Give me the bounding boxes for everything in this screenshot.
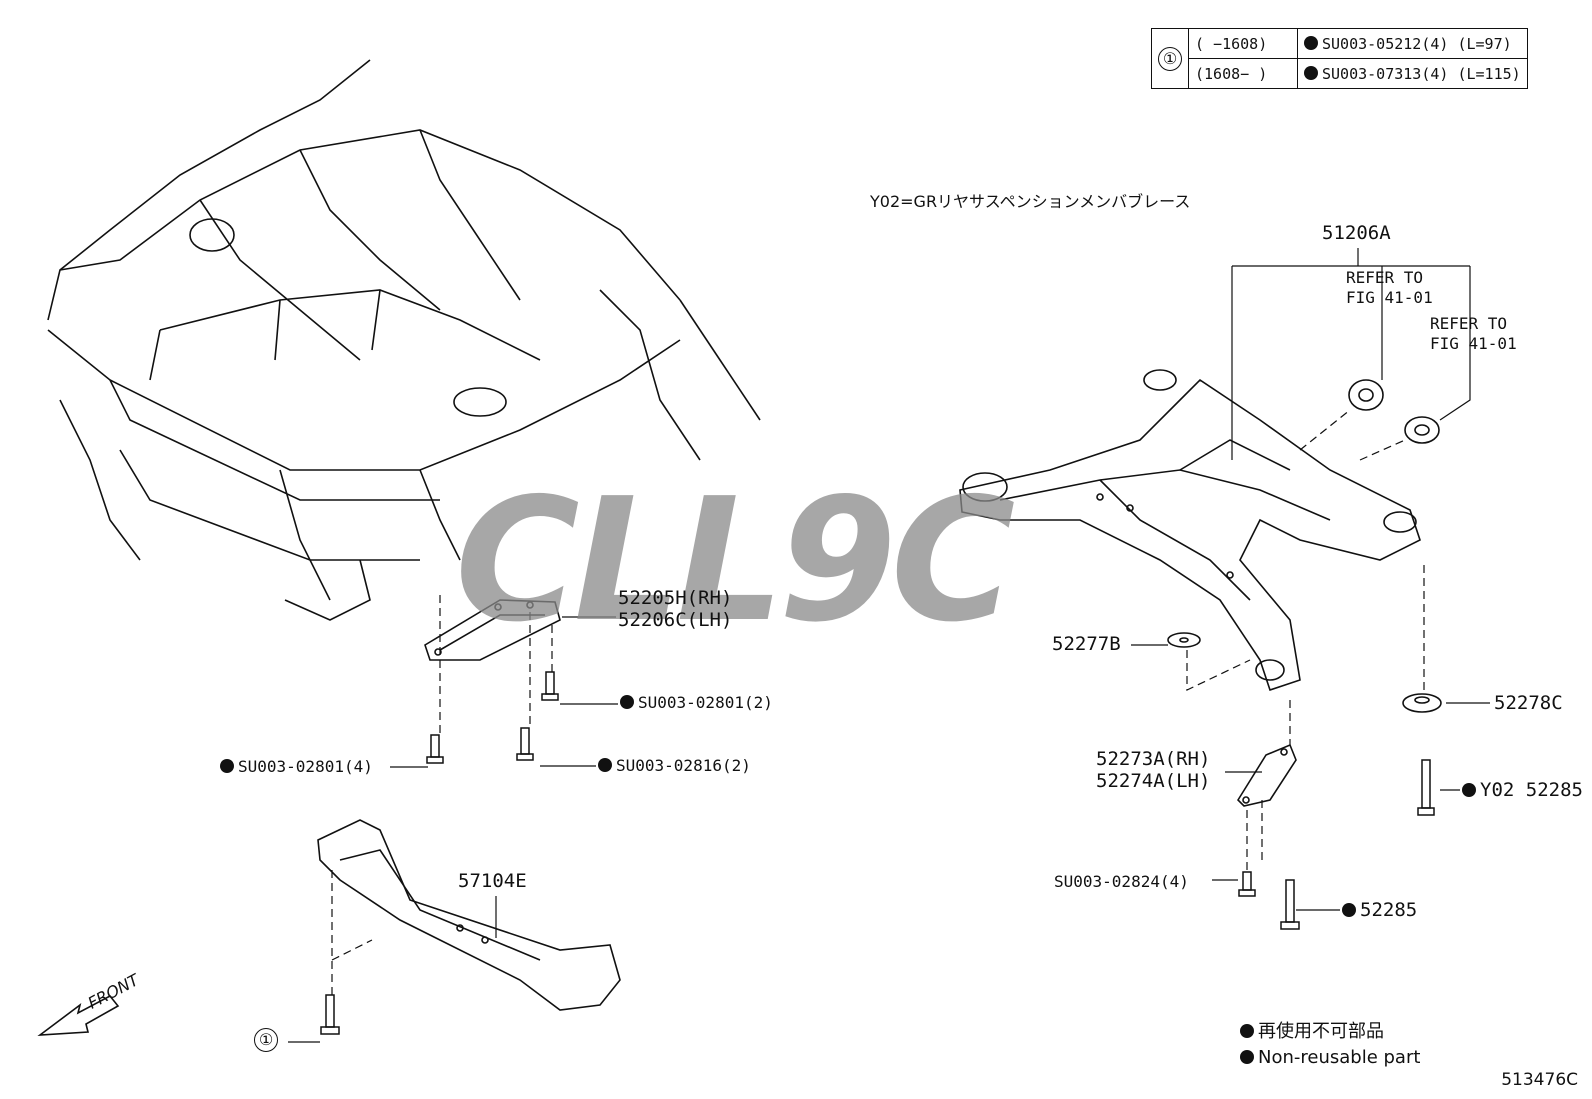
brace-52273A	[1236, 743, 1297, 807]
ref-range: ( −1608)	[1188, 28, 1298, 59]
label-text: 52285	[1360, 899, 1418, 921]
non-reusable-dot-icon	[1342, 903, 1356, 917]
label-52273A[interactable]: 52273A(RH)	[1096, 748, 1211, 770]
ref-part: SU003-05212(4) (L=97)	[1297, 28, 1528, 59]
non-reusable-dot-icon	[1240, 1024, 1254, 1038]
ref-length: (L=97)	[1457, 34, 1512, 53]
crossmember-57104E	[317, 819, 621, 1011]
label-text: SU003-02816(2)	[616, 756, 751, 775]
label-text: Y02 52285	[1480, 779, 1583, 801]
label-su003-02801-2[interactable]: SU003-02801(2)	[620, 693, 773, 712]
label-su003-02816-2[interactable]: SU003-02816(2)	[598, 756, 751, 775]
label-51206A[interactable]: 51206A	[1322, 222, 1391, 244]
bushings	[1167, 379, 1442, 713]
non-reusable-dot-icon	[1304, 65, 1318, 80]
bolt-reference-table: ① ( −1608) SU003-05212(4) (L=97) (1608− …	[1151, 28, 1528, 89]
non-reusable-dot-icon	[220, 759, 234, 773]
ref-part-number: SU003-05212(4)	[1322, 34, 1449, 53]
non-reusable-dot-icon	[620, 695, 634, 709]
label-52274A[interactable]: 52274A(LH)	[1096, 770, 1211, 792]
label-su003-02824-4[interactable]: SU003-02824(4)	[1054, 872, 1189, 891]
front-body-structure	[47, 59, 761, 621]
drawing-number: 513476C	[1501, 1070, 1578, 1090]
key-circle: ①	[254, 1028, 278, 1052]
label-y02-52285[interactable]: Y02 52285	[1462, 779, 1583, 801]
key-circle: ①	[1158, 46, 1182, 71]
legend-row-en: Non-reusable part	[1240, 1045, 1420, 1071]
label-key-1[interactable]: ①	[254, 1028, 278, 1052]
label-52278C[interactable]: 52278C	[1494, 692, 1563, 714]
label-refer-to-1: REFER TO	[1346, 268, 1424, 287]
watermark: CLL9C	[455, 462, 1015, 660]
ref-part-number: SU003-07313(4)	[1322, 64, 1449, 83]
label-fig-ref-2[interactable]: FIG 41-01	[1430, 334, 1517, 353]
legend-text-jp: 再使用不可部品	[1258, 1021, 1384, 1042]
label-52206C[interactable]: 52206C(LH)	[618, 609, 733, 631]
label-57104E[interactable]: 57104E	[458, 870, 527, 892]
label-52285[interactable]: 52285	[1342, 899, 1417, 921]
front-arrow-icon	[37, 994, 120, 1036]
legend-text-en: Non-reusable part	[1258, 1047, 1421, 1068]
label-52277B[interactable]: 52277B	[1052, 633, 1121, 655]
ref-range: (1608− )	[1188, 58, 1298, 89]
label-text: SU003-02801(2)	[638, 693, 773, 712]
label-fig-ref-1[interactable]: FIG 41-01	[1346, 288, 1433, 307]
bolts-right	[1238, 759, 1435, 930]
label-text: SU003-02801(4)	[238, 757, 373, 776]
dash-and-leader-lines	[288, 248, 1490, 1043]
legend-row-jp: 再使用不可部品	[1240, 1019, 1420, 1045]
label-refer-to-2: REFER TO	[1430, 314, 1508, 333]
non-reusable-dot-icon	[598, 758, 612, 772]
non-reusable-dot-icon	[1462, 783, 1476, 797]
non-reusable-dot-icon	[1304, 35, 1318, 50]
legend: 再使用不可部品 Non-reusable part	[1240, 1019, 1420, 1071]
ref-key: ①	[1151, 28, 1189, 89]
ref-length: (L=115)	[1457, 64, 1521, 83]
rear-subframe-51206A	[959, 369, 1421, 692]
ref-part: SU003-07313(4) (L=115)	[1297, 58, 1528, 89]
label-su003-02801-4[interactable]: SU003-02801(4)	[220, 757, 373, 776]
ref-row: ① ( −1608) SU003-05212(4) (L=97)	[1151, 28, 1528, 89]
non-reusable-dot-icon	[1240, 1050, 1254, 1064]
ref-row: (1608− ) SU003-07313(4) (L=115)	[1152, 58, 1528, 89]
bolts-left	[320, 671, 559, 1035]
label-52205H[interactable]: 52205H(RH)	[618, 587, 733, 609]
y02-note: Y02=GRリヤサスペンションメンバブレース	[870, 192, 1191, 211]
